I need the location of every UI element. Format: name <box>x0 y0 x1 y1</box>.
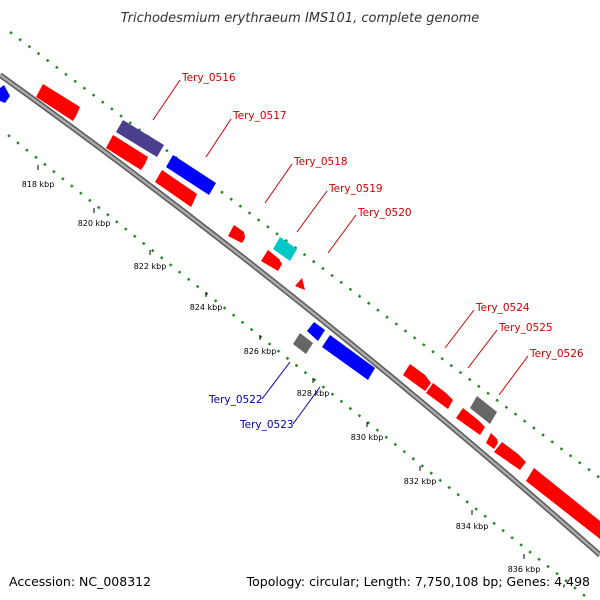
ruler-tick-822: 822 kbp <box>134 262 167 271</box>
gc-track-inner <box>7 134 591 600</box>
topology-text: Topology: circular; Length: 7,750,108 bp… <box>246 574 590 589</box>
label-tery-0518[interactable]: Tery_0518 <box>293 156 348 168</box>
ruler-tick-830: 830 kbp <box>351 433 384 442</box>
feature-layer <box>0 84 600 539</box>
feature-tery-0526[interactable] <box>470 396 497 424</box>
label-tery-0517[interactable]: Tery_0517 <box>232 110 287 122</box>
feature-red-10[interactable] <box>494 442 526 470</box>
feature-tery-0516[interactable] <box>116 120 164 157</box>
label-tery-0524[interactable]: Tery_0524 <box>475 302 530 314</box>
genome-backbone-highlight <box>0 73 600 556</box>
ruler-tick-836: 836 kbp <box>508 565 541 574</box>
feature-red-5[interactable] <box>261 250 282 271</box>
ruler-tick-826: 826 kbp <box>244 347 277 356</box>
feature-red-11[interactable] <box>526 468 600 539</box>
map-title: Trichodesmium erythraeum IMS101, complet… <box>121 11 480 26</box>
label-leaders <box>152 79 529 425</box>
genome-backbone <box>0 72 600 558</box>
feature-red-2[interactable] <box>106 135 148 170</box>
feature-red-9[interactable] <box>486 433 498 449</box>
feature-red-3[interactable] <box>155 170 197 207</box>
feature-red-8[interactable] <box>456 408 485 435</box>
label-tery-0526[interactable]: Tery_0526 <box>529 348 584 360</box>
label-tery-0525[interactable]: Tery_0525 <box>498 322 553 334</box>
feature-red-1[interactable] <box>36 84 80 121</box>
ruler-tick-832: 832 kbp <box>404 477 437 486</box>
ruler-ticks <box>37 165 525 559</box>
label-tery-0516[interactable]: Tery_0516 <box>181 72 236 84</box>
label-tery-0519[interactable]: Tery_0519 <box>328 183 383 195</box>
feature-tery-0520[interactable] <box>295 278 305 290</box>
feature-red-4[interactable] <box>228 225 245 243</box>
label-tery-0520[interactable]: Tery_0520 <box>357 207 412 219</box>
label-tery-0523[interactable]: Tery_0523 <box>239 419 294 431</box>
feature-red-6[interactable] <box>403 364 431 391</box>
feature-tery-0519[interactable] <box>273 237 297 261</box>
feature-red-7[interactable] <box>426 383 453 409</box>
feature-tery-0517[interactable] <box>166 155 216 195</box>
feature-tery-0523[interactable] <box>322 335 375 380</box>
gc-track-outer <box>9 31 600 479</box>
ruler-tick-828: 828 kbp <box>297 389 330 398</box>
accession-text: Accession: NC_008312 <box>9 574 151 589</box>
feature-blue-edge[interactable] <box>0 85 10 103</box>
ruler-tick-834: 834 kbp <box>456 522 489 531</box>
ruler-tick-818: 818 kbp <box>22 180 55 189</box>
ruler-tick-824: 824 kbp <box>190 303 223 312</box>
feature-blue-2[interactable] <box>307 322 325 341</box>
label-tery-0522[interactable]: Tery_0522 <box>208 394 263 406</box>
ruler-tick-820: 820 kbp <box>78 219 111 228</box>
feature-tery-0522[interactable] <box>293 333 313 354</box>
